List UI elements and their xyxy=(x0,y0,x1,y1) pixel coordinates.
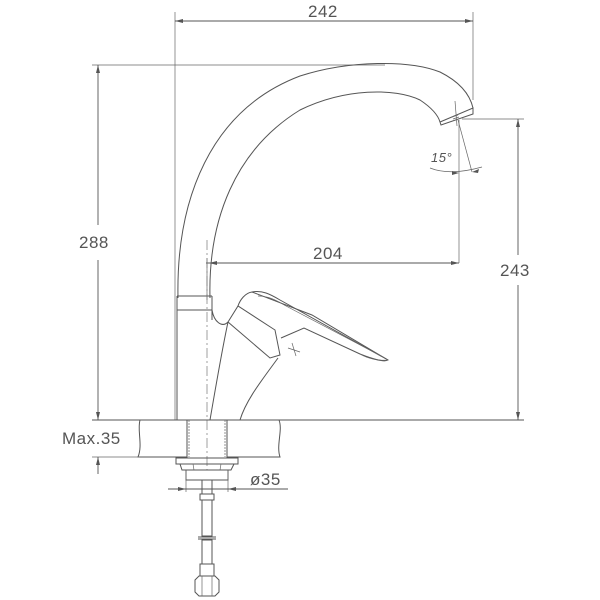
label-overall-reach: 242 xyxy=(308,2,338,21)
dim-hole-diameter xyxy=(168,470,288,492)
supply-hose xyxy=(194,479,220,597)
dim-spout-reach xyxy=(206,120,460,300)
label-counter-thickness: Max.35 xyxy=(62,429,121,448)
dim-spout-height xyxy=(462,118,524,420)
label-hole-diameter: ø35 xyxy=(250,470,281,489)
label-spout-reach: 204 xyxy=(313,244,343,263)
spout xyxy=(177,62,474,311)
dim-overall-height xyxy=(92,64,385,420)
dim-overall-reach xyxy=(174,12,474,420)
label-spout-angle: 15° xyxy=(431,150,453,165)
dim-spout-angle xyxy=(429,119,483,175)
dim-counter-thickness xyxy=(92,456,140,474)
lever-handle xyxy=(227,291,389,362)
label-overall-height: 288 xyxy=(79,233,109,252)
countertop-section xyxy=(137,419,281,458)
faucet-body xyxy=(176,240,279,470)
label-spout-height: 243 xyxy=(500,261,530,280)
